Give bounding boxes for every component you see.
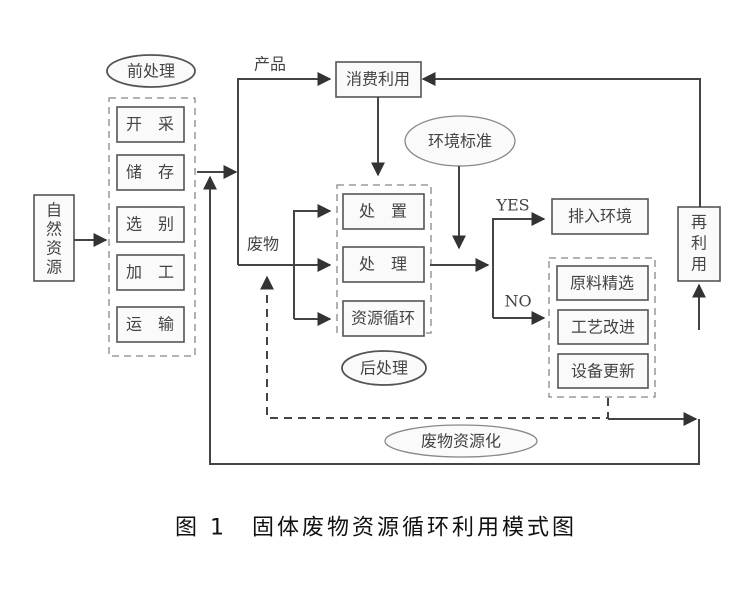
consumption-node [335, 61, 422, 98]
step-box [116, 306, 185, 343]
waste-label: 废物 [247, 235, 279, 254]
step-box [116, 206, 185, 243]
discharge-label: 排入环境 [568, 207, 632, 226]
arrow-yes-branch [492, 212, 546, 318]
step-box [557, 309, 649, 345]
step-storage: 储 存 [126, 163, 174, 182]
reuse-char: 利 [691, 234, 707, 253]
step-mining: 开 采 [126, 115, 174, 134]
waste-recycling-ellipse [384, 424, 538, 458]
pre-processing-ellipse [106, 54, 196, 88]
natural-resource-node: 自 然 资 源 [33, 194, 75, 282]
arrow-product-to-consumption [237, 72, 332, 265]
step-disposal: 处 置 [359, 202, 407, 221]
product-label: 产品 [254, 55, 286, 74]
env-standard-label: 环境标准 [428, 132, 492, 151]
step-processing: 加 工 [126, 263, 174, 282]
arrow-waste-to-disposal [293, 204, 332, 319]
discharge-node [551, 198, 649, 235]
outer-loop-line [209, 181, 700, 465]
improvement-raw-material: 原料精选 [570, 274, 634, 293]
arrow-reuse-to-consumption [421, 72, 701, 207]
post-processing-group: 处 置 处 理 资源循环 后处理 [336, 184, 432, 386]
post-processing-ellipse [341, 350, 427, 386]
step-sorting: 选 别 [126, 215, 174, 234]
step-resource-recycle: 资源循环 [351, 309, 415, 328]
step-box [116, 106, 185, 143]
step-box [342, 300, 425, 337]
pre-processing-dashed-frame [108, 97, 196, 357]
pre-processing-label: 前处理 [127, 62, 175, 81]
consumption-label: 消费利用 [346, 70, 410, 89]
post-processing-label: 后处理 [360, 359, 408, 378]
step-box [557, 353, 649, 389]
figure-caption: 图 1 固体废物资源循环利用模式图 [175, 516, 577, 541]
step-transport: 运 输 [126, 315, 174, 334]
step-box [556, 265, 649, 301]
natural-resource-char: 自 [46, 201, 62, 220]
natural-resource-char: 然 [46, 220, 62, 239]
natural-resource-char: 源 [46, 258, 62, 277]
step-box [342, 193, 425, 230]
yes-label: YES [495, 196, 529, 215]
step-treatment: 处 理 [359, 255, 407, 274]
step-box [116, 154, 185, 191]
improvement-equipment: 设备更新 [571, 362, 635, 381]
natural-resource-char: 资 [46, 239, 62, 258]
improvement-process: 工艺改进 [571, 318, 635, 337]
pre-processing-group: 前处理 开 采 储 存 选 别 加 工 运 输 [106, 54, 196, 357]
step-box [116, 254, 185, 291]
no-label: NO [504, 292, 531, 311]
improvements-group: 原料精选 工艺改进 设备更新 [548, 257, 656, 398]
reuse-node: 再 利 用 [677, 206, 721, 282]
waste-recycling-label: 废物资源化 [421, 432, 501, 451]
improvements-dashed-frame [548, 257, 656, 398]
step-box [342, 246, 425, 283]
reuse-char: 再 [691, 213, 707, 232]
reuse-char: 用 [691, 255, 707, 274]
